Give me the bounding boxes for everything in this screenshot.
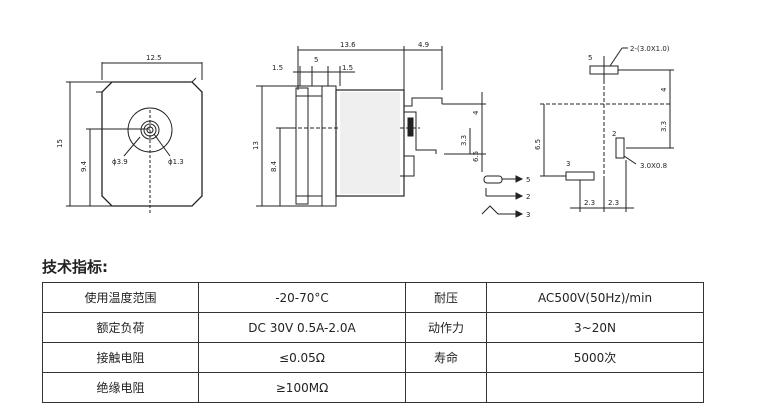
svg-text:4: 4 (660, 87, 668, 92)
svg-text:3.3: 3.3 (460, 135, 468, 146)
spec-label: 使用温度范围 (42, 282, 199, 313)
svg-text:2.3: 2.3 (608, 199, 619, 207)
svg-text:3.0X0.8: 3.0X0.8 (640, 162, 667, 170)
svg-text:13.6: 13.6 (340, 41, 356, 49)
svg-text:4.9: 4.9 (418, 41, 429, 49)
spec-label: 动作力 (405, 312, 487, 343)
spec-label: 额定负荷 (42, 312, 199, 343)
svg-text:3: 3 (566, 160, 570, 168)
drawing-labels: 12.5 15 9.4 ϕ3.9 ϕ1.3 13.6 4.9 1.5 5 1.5… (56, 41, 670, 219)
svg-text:2: 2 (612, 130, 616, 138)
table-row: 绝缘电阻 ≥100MΩ (42, 372, 704, 403)
svg-text:9.4: 9.4 (80, 160, 88, 172)
svg-text:4: 4 (472, 110, 480, 115)
technical-drawing: 12.5 15 9.4 ϕ3.9 ϕ1.3 13.6 4.9 1.5 5 1.5… (56, 41, 674, 219)
svg-text:15: 15 (56, 139, 64, 148)
svg-text:ϕ3.9: ϕ3.9 (112, 158, 128, 166)
svg-text:6.5: 6.5 (472, 151, 480, 162)
front-view (66, 62, 203, 214)
spec-value: AC500V(50Hz)/min (486, 282, 704, 313)
spec-label (405, 372, 487, 403)
svg-text:2-(3.0X1.0): 2-(3.0X1.0) (630, 45, 670, 53)
svg-text:13: 13 (252, 141, 260, 150)
spec-label: 寿命 (405, 342, 487, 373)
svg-text:3.3: 3.3 (660, 121, 668, 132)
spec-label: 耐压 (405, 282, 487, 313)
svg-text:2.3: 2.3 (584, 199, 595, 207)
table-row: 接触电阻 ≤0.05Ω 寿命 5000次 (42, 342, 704, 373)
side-view (256, 46, 486, 207)
svg-text:1.5: 1.5 (272, 64, 283, 72)
svg-text:5: 5 (588, 54, 592, 62)
svg-text:12.5: 12.5 (146, 54, 162, 62)
svg-text:1.5: 1.5 (342, 64, 353, 72)
spec-table: 使用温度范围 -20-70°C 耐压 AC500V(50Hz)/min 额定负荷… (42, 282, 704, 403)
svg-text:5: 5 (314, 56, 318, 64)
spec-label: 接触电阻 (42, 342, 199, 373)
spec-value (486, 372, 704, 403)
schematic-symbol (481, 175, 524, 218)
svg-text:6.5: 6.5 (534, 139, 542, 150)
svg-text:8.4: 8.4 (270, 160, 278, 172)
svg-text:ϕ1.3: ϕ1.3 (168, 158, 184, 166)
spec-value: 3~20N (486, 312, 704, 343)
spec-value: -20-70°C (198, 282, 406, 313)
spec-value: 5000次 (486, 342, 704, 373)
spec-value: ≤0.05Ω (198, 342, 406, 373)
table-row: 额定负荷 DC 30V 0.5A-2.0A 动作力 3~20N (42, 312, 704, 343)
spec-value: ≥100MΩ (198, 372, 406, 403)
svg-text:5: 5 (526, 176, 530, 184)
pcb-layout (540, 47, 674, 212)
spec-heading: 技术指标: (42, 258, 108, 276)
spec-value: DC 30V 0.5A-2.0A (198, 312, 406, 343)
table-row: 使用温度范围 -20-70°C 耐压 AC500V(50Hz)/min (42, 282, 704, 313)
svg-text:3: 3 (526, 211, 530, 219)
svg-text:2: 2 (526, 193, 530, 201)
spec-label: 绝缘电阻 (42, 372, 199, 403)
